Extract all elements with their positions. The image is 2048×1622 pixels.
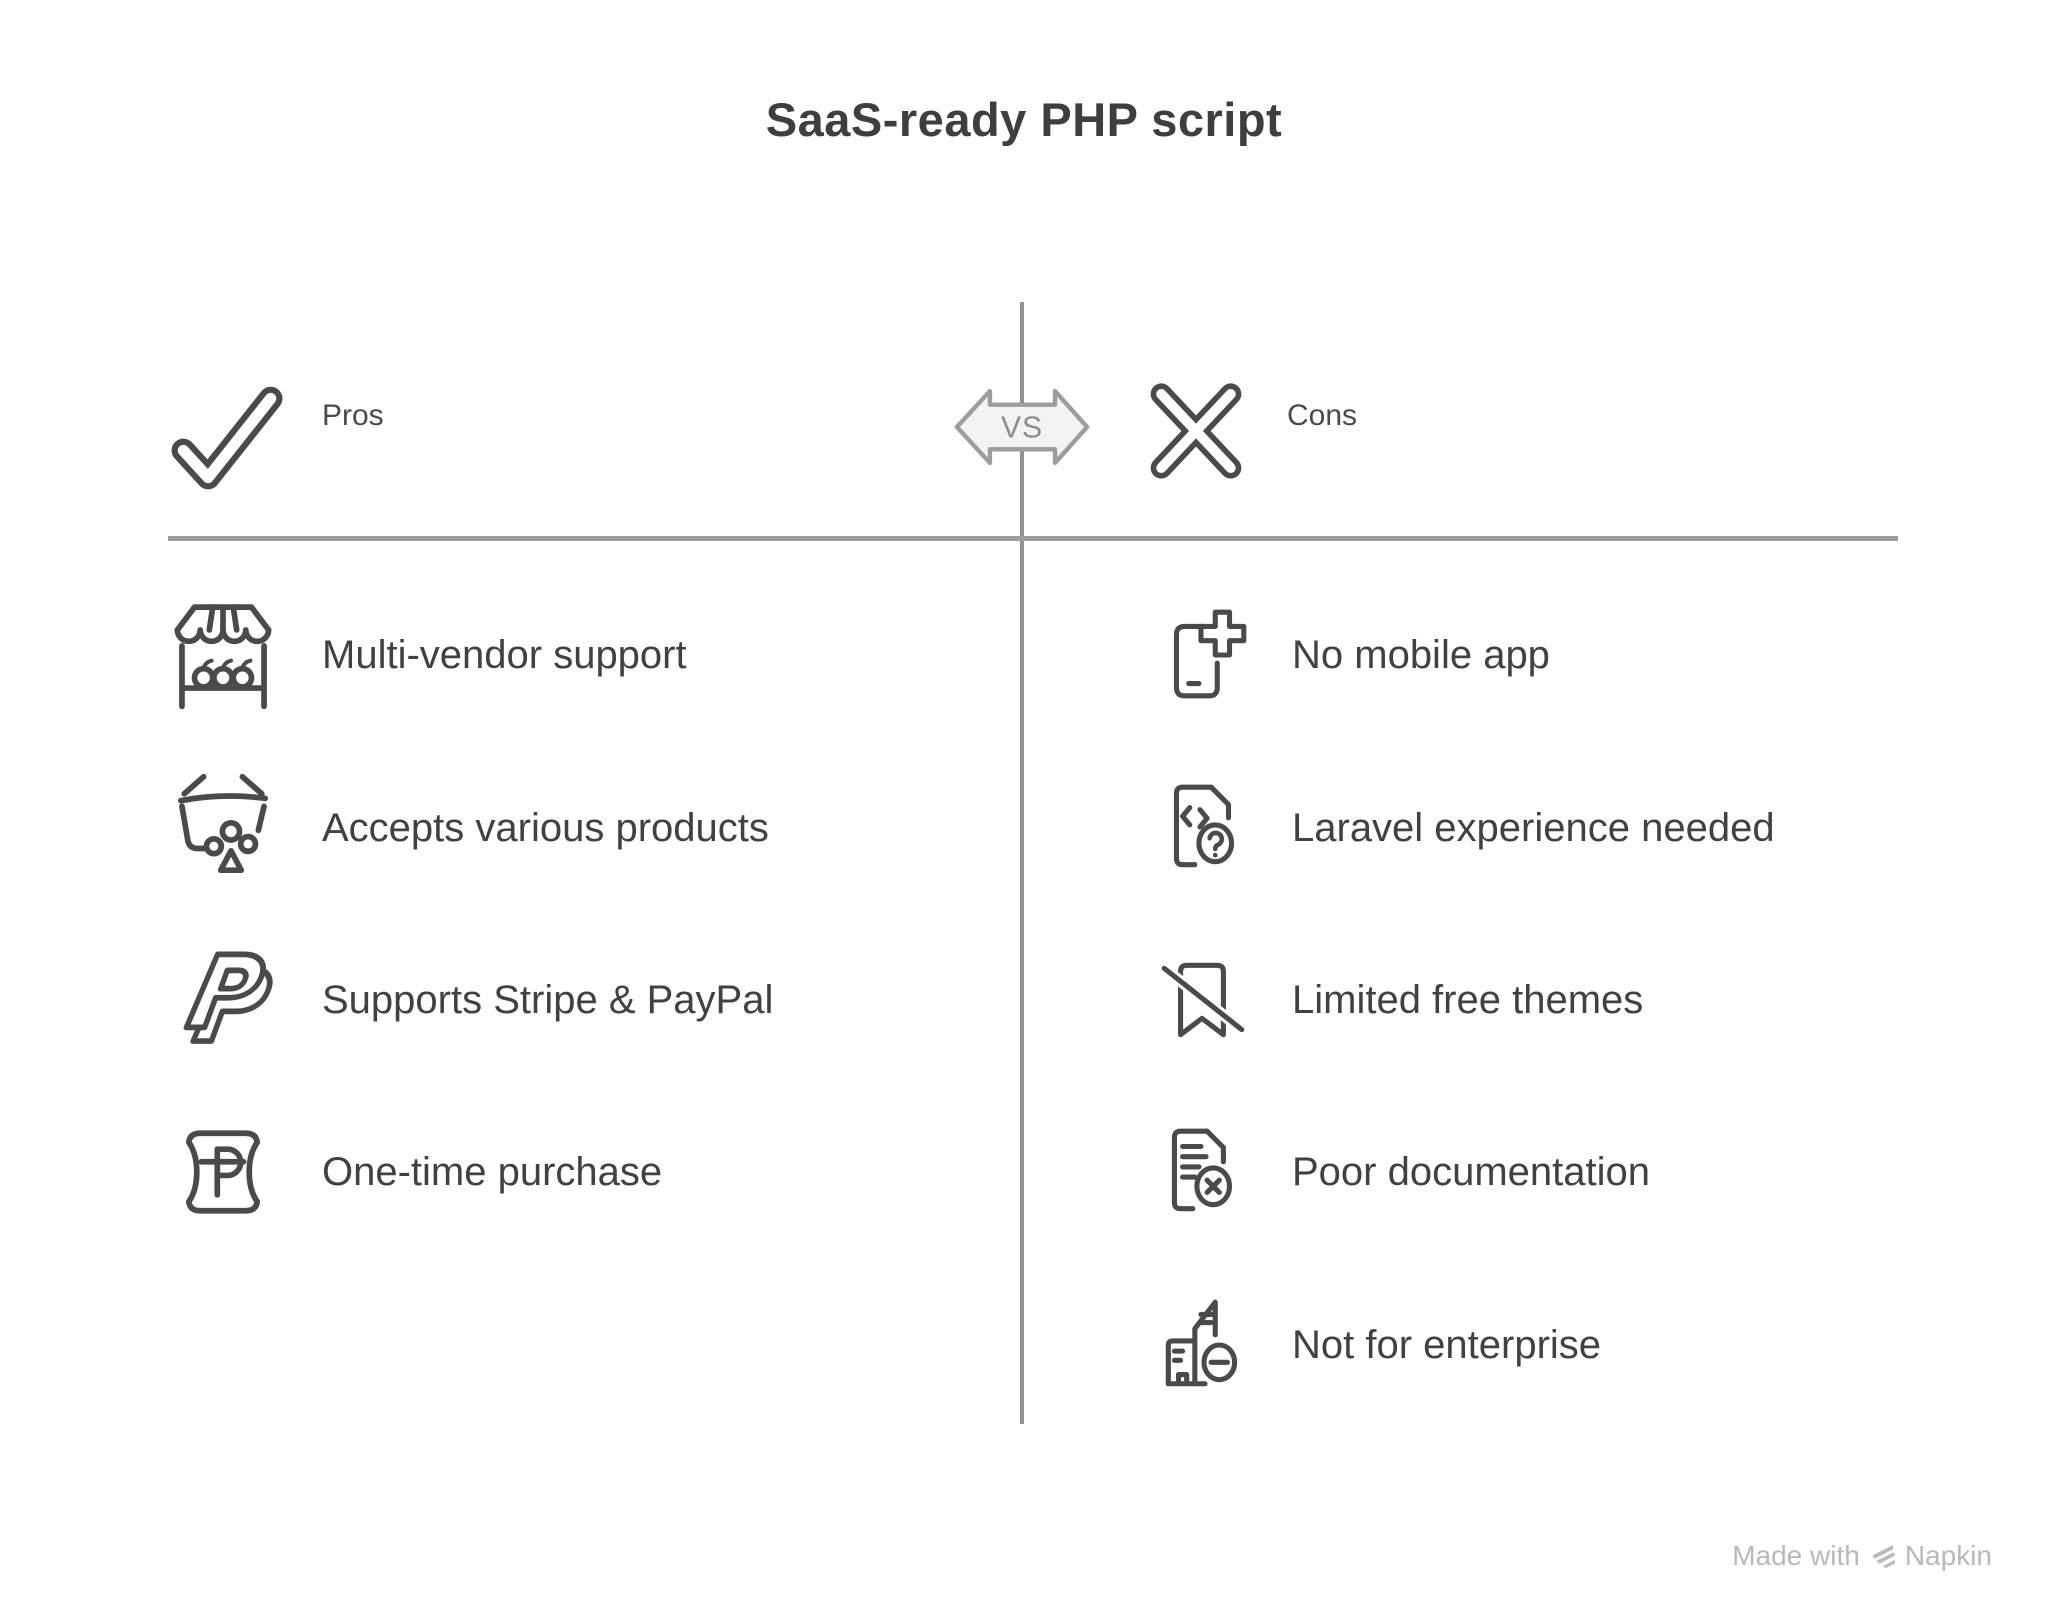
pros-item-label: Accepts various products — [322, 805, 769, 850]
cons-header-label: Cons — [1287, 399, 1358, 432]
cons-item-label: Poor documentation — [1292, 1149, 1651, 1194]
building-minus-icon — [1152, 1294, 1254, 1396]
cons-item-label: Not for enterprise — [1292, 1322, 1602, 1367]
vs-badge: VS — [954, 376, 1090, 478]
cons-item-row: Not for enterprise — [1152, 1285, 1601, 1405]
pros-item-label: Supports Stripe & PayPal — [322, 977, 774, 1022]
page-title: SaaS-ready PHP script — [765, 93, 1283, 146]
pros-item-row: Multi-vendor support — [166, 595, 687, 715]
cons-item-row: Laravel experience needed — [1152, 768, 1775, 888]
pros-header-label: Pros — [322, 399, 384, 432]
shopping-basket-icon — [166, 771, 280, 885]
pros-item-row: Accepts various products — [166, 768, 769, 888]
footer-credit: Made with Napkin — [1732, 1540, 1992, 1572]
pros-item-row: One-time purchase — [166, 1112, 662, 1232]
cons-item-row: Poor documentation — [1152, 1112, 1650, 1232]
cons-item-label: Limited free themes — [1292, 977, 1644, 1022]
document-x-icon — [1152, 1121, 1254, 1223]
cons-item-row: Limited free themes — [1152, 940, 1643, 1060]
brand-text: Napkin — [1904, 1540, 1992, 1571]
checkmark-icon — [168, 380, 286, 502]
cons-item-label: Laravel experience needed — [1292, 805, 1775, 850]
pros-item-row: Supports Stripe & PayPal — [166, 940, 773, 1060]
made-with-text: Made with — [1732, 1540, 1860, 1571]
cons-item-row: No mobile app — [1152, 595, 1550, 715]
peso-coin-icon — [166, 1115, 280, 1229]
paypal-icon — [166, 943, 280, 1057]
horizontal-divider — [168, 536, 1898, 541]
market-stall-icon — [166, 598, 280, 712]
napkin-logo-icon — [1869, 1543, 1896, 1570]
cons-item-label: No mobile app — [1292, 632, 1550, 677]
x-mark-icon — [1140, 372, 1252, 490]
pros-item-label: Multi-vendor support — [322, 632, 687, 677]
vertical-divider — [1020, 302, 1024, 1424]
vs-label: VS — [1001, 412, 1043, 445]
pros-item-label: One-time purchase — [322, 1149, 663, 1194]
bookmark-slash-icon — [1152, 949, 1254, 1051]
code-file-question-icon — [1152, 777, 1254, 879]
mobile-plus-icon — [1152, 604, 1254, 706]
